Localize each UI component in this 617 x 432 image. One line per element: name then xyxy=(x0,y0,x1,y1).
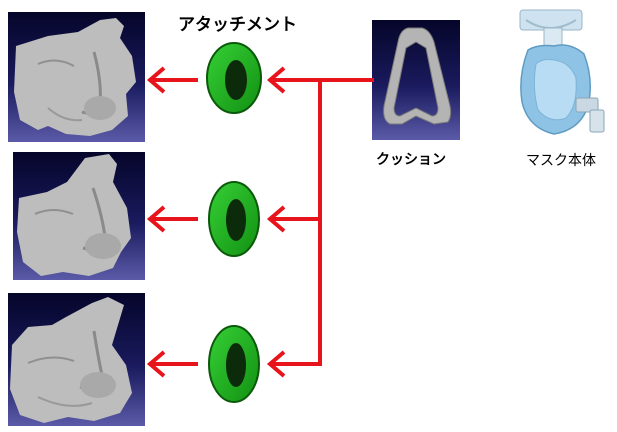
attachment-ring-3 xyxy=(209,326,259,402)
mask-body-label: マスク本体 xyxy=(526,150,596,170)
attachment-ring-1 xyxy=(207,43,261,113)
connector-lines xyxy=(152,80,372,364)
cushion-label: クッション xyxy=(376,149,446,169)
attachment-label: アタッチメント xyxy=(178,10,297,35)
attachment-ring-2 xyxy=(209,182,259,256)
